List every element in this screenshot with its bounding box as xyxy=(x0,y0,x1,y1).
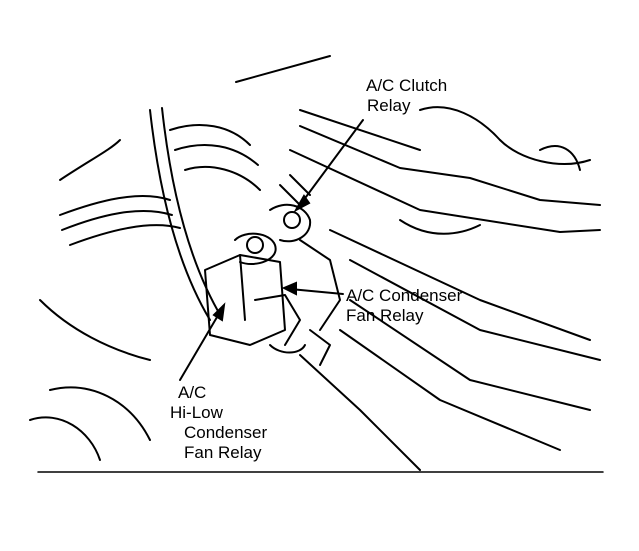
hilow-label-line-2: Hi-Low xyxy=(170,403,223,422)
condenser-fan-relay-label-line-2: Fan Relay xyxy=(346,306,424,325)
clutch-relay-label: A/C Clutch Relay xyxy=(366,76,447,116)
condenser-fan-relay-arrowhead xyxy=(281,281,297,296)
condenser-fan-relay-leader xyxy=(289,288,344,295)
hilow-label-line-4: Fan Relay xyxy=(184,443,262,462)
hilow-label-line-1: A/C xyxy=(178,383,207,402)
condenser-fan-relay-label: A/C Condenser Fan Relay xyxy=(346,286,462,326)
condenser-fan-relay-label-line-1: A/C Condenser xyxy=(346,286,463,305)
hose-bundle xyxy=(29,107,261,461)
clutch-relay-arrowhead xyxy=(293,194,311,213)
hilow-label-line-3: Condenser xyxy=(184,423,268,442)
hilow-condenser-fan-relay-label: A/C Hi-Low Condenser Fan Relay xyxy=(170,383,267,463)
clutch-relay-label-line-1: A/C Clutch xyxy=(366,76,448,95)
clutch-relay-leader xyxy=(299,119,364,206)
clutch-relay-label-line-2: Relay xyxy=(367,96,411,115)
hilow-relay-leader xyxy=(179,311,221,381)
relay-block xyxy=(204,174,341,366)
body-panel-lines xyxy=(235,55,601,471)
hilow-relay-arrowhead xyxy=(212,302,226,322)
